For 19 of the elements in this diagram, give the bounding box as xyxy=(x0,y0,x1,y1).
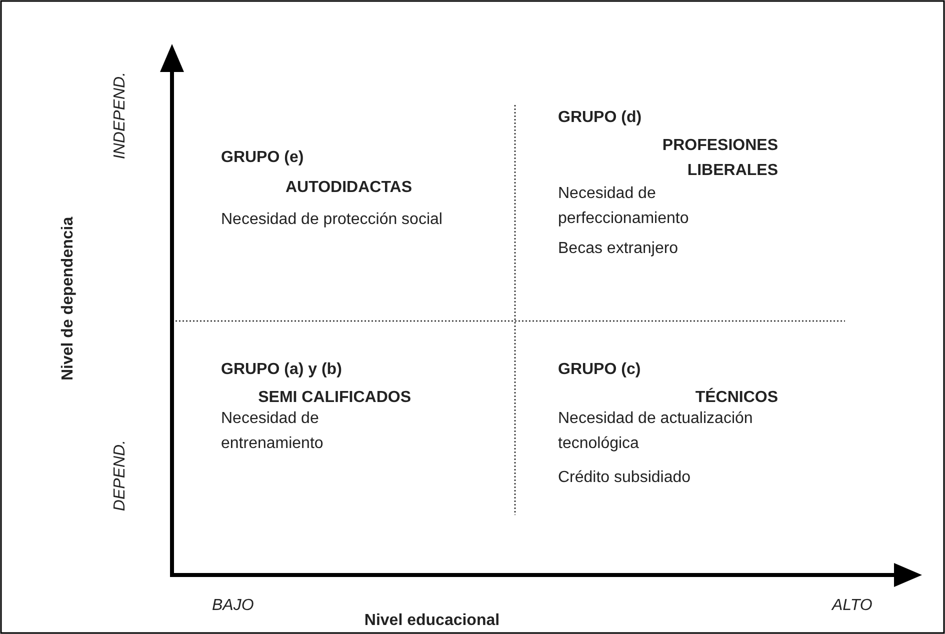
group-description: Necesidad de actualización tecnológica xyxy=(558,409,754,454)
group-description: Necesidad de perfeccionamiento xyxy=(558,184,690,229)
group-name: TÉCNICOS xyxy=(694,386,778,408)
group-name: PROFESIONES LIBERALES xyxy=(661,136,778,181)
group-name: SEMI CALIFICADOS xyxy=(257,388,411,408)
axis-end-label: INDEPEND. xyxy=(110,70,130,162)
group-title: GRUPO (a) y (b) xyxy=(221,360,343,380)
group-description: Necesidad de protección social xyxy=(221,210,444,230)
group-description: Crédito subsidiado xyxy=(558,468,692,488)
group-title: GRUPO (e) xyxy=(221,148,305,168)
axis-end-label: BAJO xyxy=(212,596,255,616)
axis-end-label: ALTO xyxy=(832,596,874,616)
group-title: GRUPO (c) xyxy=(558,360,642,380)
group-description: Necesidad de entrenamiento xyxy=(221,409,324,454)
group-description: Becas extranjero xyxy=(558,239,680,259)
axis-title: Nivel educacional xyxy=(363,611,501,631)
axis-end-label: DEPEND. xyxy=(110,438,130,514)
group-name: AUTODIDACTAS xyxy=(284,178,412,198)
group-title: GRUPO (d) xyxy=(558,108,643,128)
